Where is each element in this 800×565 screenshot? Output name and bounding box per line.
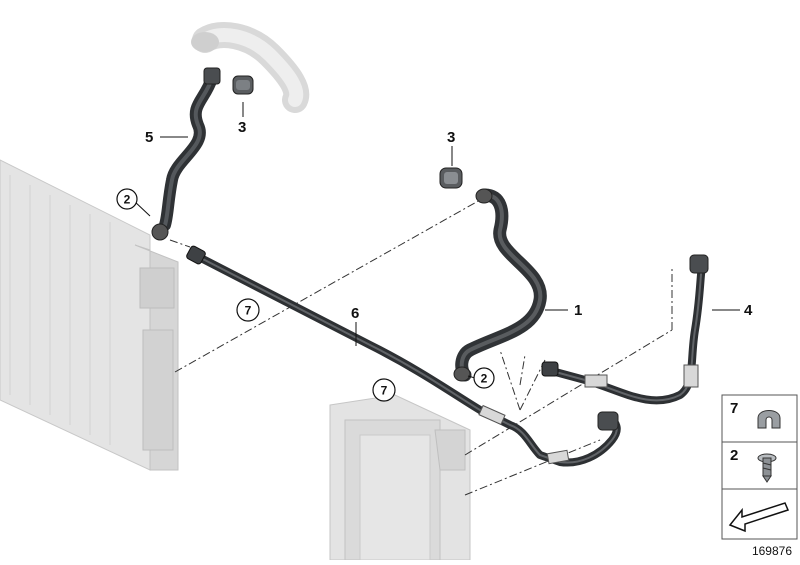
cooler-bottom: [329, 394, 471, 561]
circled-2-right-label: 2: [481, 372, 488, 386]
leader-lines: [169, 199, 673, 496]
circled-callout-2-left: 2: [116, 188, 138, 210]
legend-item-2-label: 2: [730, 447, 738, 464]
legend-panel: 7 2: [721, 394, 798, 540]
circled-callout-2-right: 2: [473, 367, 495, 389]
clamp-3-top[interactable]: [232, 75, 254, 95]
hose-1[interactable]: [455, 188, 547, 382]
callout-3-top: 3: [238, 119, 246, 136]
screw-icon: [757, 453, 777, 483]
circled-7-bottom-label: 7: [381, 384, 388, 398]
connector-near-2b: [453, 366, 471, 382]
callout-1: 1: [574, 302, 582, 319]
clamp-3-middle[interactable]: [439, 167, 463, 189]
legend-item-7-label: 7: [730, 400, 738, 417]
callout-lines: [132, 102, 740, 379]
circled-callout-7-left: 7: [236, 298, 260, 322]
callout-5: 5: [145, 129, 153, 146]
circled-2-left-label: 2: [124, 193, 131, 207]
callout-4: 4: [744, 302, 753, 319]
pipe-6[interactable]: [186, 245, 621, 467]
callout-6: 6: [351, 305, 359, 322]
ghost-upper-hose: [191, 22, 310, 113]
arrow-icon: [728, 502, 790, 533]
pipe-4[interactable]: [541, 254, 709, 405]
hose-5[interactable]: [151, 67, 221, 241]
circled-7-left-label: 7: [245, 304, 252, 318]
clip-icon: [757, 410, 781, 429]
callout-3-middle: 3: [447, 129, 455, 146]
circled-callout-7-bottom: 7: [372, 378, 396, 402]
diagram-number: 169876: [751, 544, 792, 558]
radiator-left: [0, 159, 179, 471]
